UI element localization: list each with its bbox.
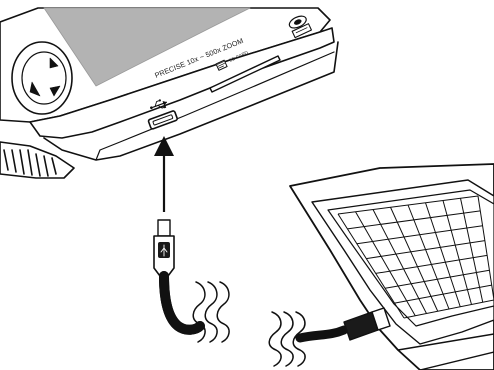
device-lcd-screen — [43, 7, 251, 87]
keyboard-col-line — [460, 198, 484, 303]
usb-port — [147, 110, 178, 130]
device-side-edge — [29, 27, 335, 139]
usb-cable-laptop-end — [295, 307, 391, 343]
keyboard-col-line — [337, 213, 405, 319]
keyboard-col-line — [355, 211, 416, 316]
usb-cable-micro-end — [153, 219, 205, 335]
usb-cable-body-right — [295, 325, 349, 343]
device-bottom-knob — [0, 141, 75, 179]
usb-plug-icon — [160, 244, 168, 257]
laptop-keyboard-keys — [337, 195, 494, 319]
sd-card-slot — [209, 55, 281, 93]
sd-card-icon — [215, 59, 228, 71]
keyboard-col-line — [407, 204, 450, 310]
device-dial — [11, 41, 73, 115]
usb-icon — [150, 99, 168, 110]
keyboard-col-line — [442, 200, 472, 305]
usb-a-plug-tip — [371, 307, 391, 331]
keyboard-col-line — [477, 195, 494, 301]
laptop-bottom-edge — [397, 333, 494, 370]
device-corner-icon — [288, 15, 312, 39]
keyboard-col-line — [372, 209, 427, 314]
keyboard-col-line — [390, 207, 439, 312]
insert-arrow — [154, 136, 174, 212]
microscope-device — [0, 7, 339, 179]
wavy-break-icon-right — [268, 311, 306, 367]
micro-usb-tip — [157, 219, 171, 237]
wavy-break-icon — [192, 281, 230, 343]
keyboard-col-line — [425, 202, 461, 307]
device-lower-rim — [43, 41, 339, 161]
